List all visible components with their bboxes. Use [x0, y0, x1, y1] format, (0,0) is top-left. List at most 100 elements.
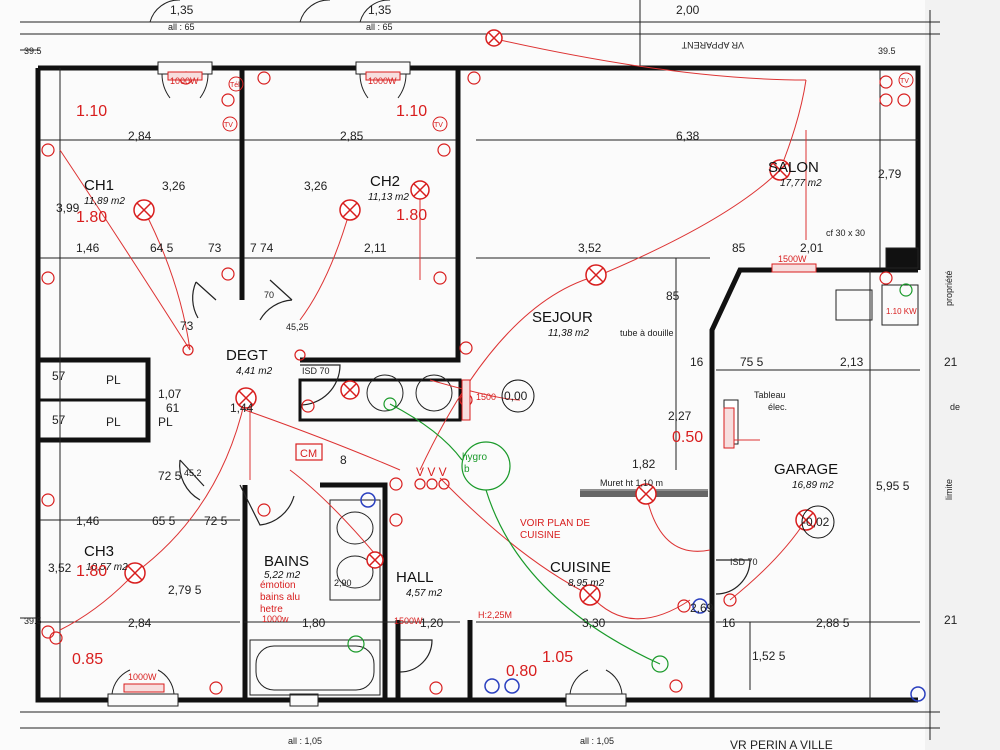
ventilation [347, 283, 913, 673]
elec-h105: 1.05 [542, 649, 573, 666]
elec-r1000b: 1000W [368, 76, 397, 86]
dim-2885: 2,88 5 [816, 616, 850, 630]
dim-top-a: 1,35 [170, 3, 194, 17]
tv-tel-markers: TV Tél TV TV [222, 72, 914, 132]
misc-labels: PL PL PL Tableau élec. ISD 70 ISD 70 VR … [106, 40, 960, 750]
room-salon-area: 17,77 m2 [780, 178, 822, 189]
dim-ch2-h: 3,26 [304, 179, 328, 193]
dim-muret: Muret ht 1,10 m [600, 478, 663, 488]
dim-45: 45,2 [184, 468, 202, 478]
dim-cf: cf 30 x 30 [826, 228, 865, 238]
dim-ch1-h2: 3,26 [162, 179, 186, 193]
light-garage-2 [795, 509, 817, 531]
dim-2725: 72 5 [158, 469, 182, 483]
doors [179, 279, 751, 673]
dim-182: 1,82 [632, 457, 656, 471]
dim-595: 5,95 5 [876, 479, 910, 493]
dim-2795: 2,79 5 [168, 583, 202, 597]
light-ch3 [124, 562, 146, 584]
dim-146b: 1,46 [76, 514, 100, 528]
light-hall [410, 180, 430, 200]
room-sejour-area: 11,38 m2 [548, 328, 589, 339]
light-cuisine [579, 584, 601, 606]
height-garage: -0,02 [802, 515, 830, 529]
dim-180: 1,80 [302, 616, 326, 630]
dim-top-b2: all : 65 [366, 22, 393, 32]
room-garage-area: 16,89 m2 [792, 480, 834, 491]
light-salon [769, 159, 791, 181]
dim-74: 7 74 [250, 241, 274, 255]
dim-top-b: 1,35 [368, 3, 392, 17]
dim-725b: 72 5 [204, 514, 228, 528]
elec-h050: 0.50 [672, 429, 703, 446]
light-fixtures [124, 29, 817, 606]
label-side-1: propriété [944, 270, 954, 306]
room-labels: CH1 11,89 m2 CH2 11,13 m2 CH3 10,57 m2 S… [84, 159, 838, 599]
dim-21a: 21 [944, 355, 958, 369]
dim-top-a2: all : 65 [168, 22, 195, 32]
dim-4525: 45,25 [286, 322, 309, 332]
dim-144: 1,44 [230, 401, 254, 415]
elec-h180c: 1.80 [76, 563, 107, 580]
dim-16b: 16 [722, 616, 736, 630]
dim-16a: 16 [690, 355, 704, 369]
vent-hygro-b: b [464, 464, 470, 475]
dim-227: 2,27 [668, 409, 692, 423]
elec-h080: 0.80 [506, 663, 537, 680]
room-sejour-name: SEJOUR [532, 309, 593, 326]
dim-645b: 65 5 [152, 514, 176, 528]
dim-330: 3,30 [582, 616, 606, 630]
elec-emotion2: bains alu [260, 592, 300, 603]
room-ch1-name: CH1 [84, 177, 114, 194]
dim-290: 2,90 [334, 578, 352, 588]
height-sejour: 0,00 [504, 389, 528, 403]
dim-right-39: 39.5 [878, 46, 896, 56]
dim-bot-a: all : 1,05 [288, 736, 322, 746]
label-tableau2: élec. [768, 402, 787, 412]
dim-352: 3,52 [578, 241, 602, 255]
elec-h110b: 1.10 [396, 103, 427, 120]
tv-marker-salon: TV [900, 78, 909, 85]
dim-61: 61 [166, 401, 180, 415]
blue-sockets [360, 492, 926, 702]
room-ch2-area: 11,13 m2 [368, 192, 409, 203]
dim-201: 2,01 [800, 241, 824, 255]
dim-ch3-w: 2,84 [128, 616, 152, 630]
elec-r1000w: 1000w [262, 614, 289, 624]
dim-ch1-w: 2,84 [128, 129, 152, 143]
light-sejour [585, 264, 607, 286]
dim-salon-h: 2,79 [878, 167, 902, 181]
room-degt-name: DEGT [226, 347, 268, 364]
dim-left-39-bot: 39.5 [24, 616, 42, 626]
label-isd-garage: ISD 70 [730, 557, 758, 567]
tel-marker-ch1: Tél [230, 82, 240, 89]
room-cuisine-name: CUISINE [550, 559, 611, 576]
room-hall-name: HALL [396, 569, 434, 586]
dim-1525: 1,52 5 [752, 649, 786, 663]
room-ch3-name: CH3 [84, 543, 114, 560]
height-markers: 0,00 -0,02 [501, 379, 835, 539]
partition-lines [40, 68, 920, 701]
dim-ch3-h: 3,52 [48, 561, 72, 575]
label-tableau: Tableau [754, 390, 786, 400]
room-garage-name: GARAGE [774, 461, 838, 478]
dim-85b: 85 [666, 289, 680, 303]
dim-8: 8 [340, 453, 347, 467]
dim-120: 1,20 [420, 616, 444, 630]
room-hall-area: 4,57 m2 [406, 588, 443, 599]
elec-vvv: V V V [416, 465, 447, 479]
dim-645a: 64 5 [150, 241, 174, 255]
elec-r1500a: 1500W [778, 254, 807, 264]
light-garage-1 [635, 483, 657, 505]
tv-marker-ch2: TV [434, 122, 443, 129]
label-vr: VR APPARENT [681, 40, 744, 50]
dim-salon-w: 6,38 [676, 129, 700, 143]
sockets [41, 71, 911, 695]
label-pl-1: PL [106, 373, 121, 387]
dim-755: 75 5 [740, 355, 764, 369]
dimension-labels: 1,35 all : 65 1,35 all : 65 2,00 39.5 39… [24, 3, 958, 746]
dim-85: 85 [732, 241, 746, 255]
dim-211: 2,11 [364, 241, 387, 255]
light-ch1 [133, 199, 155, 221]
radiators [123, 71, 817, 693]
